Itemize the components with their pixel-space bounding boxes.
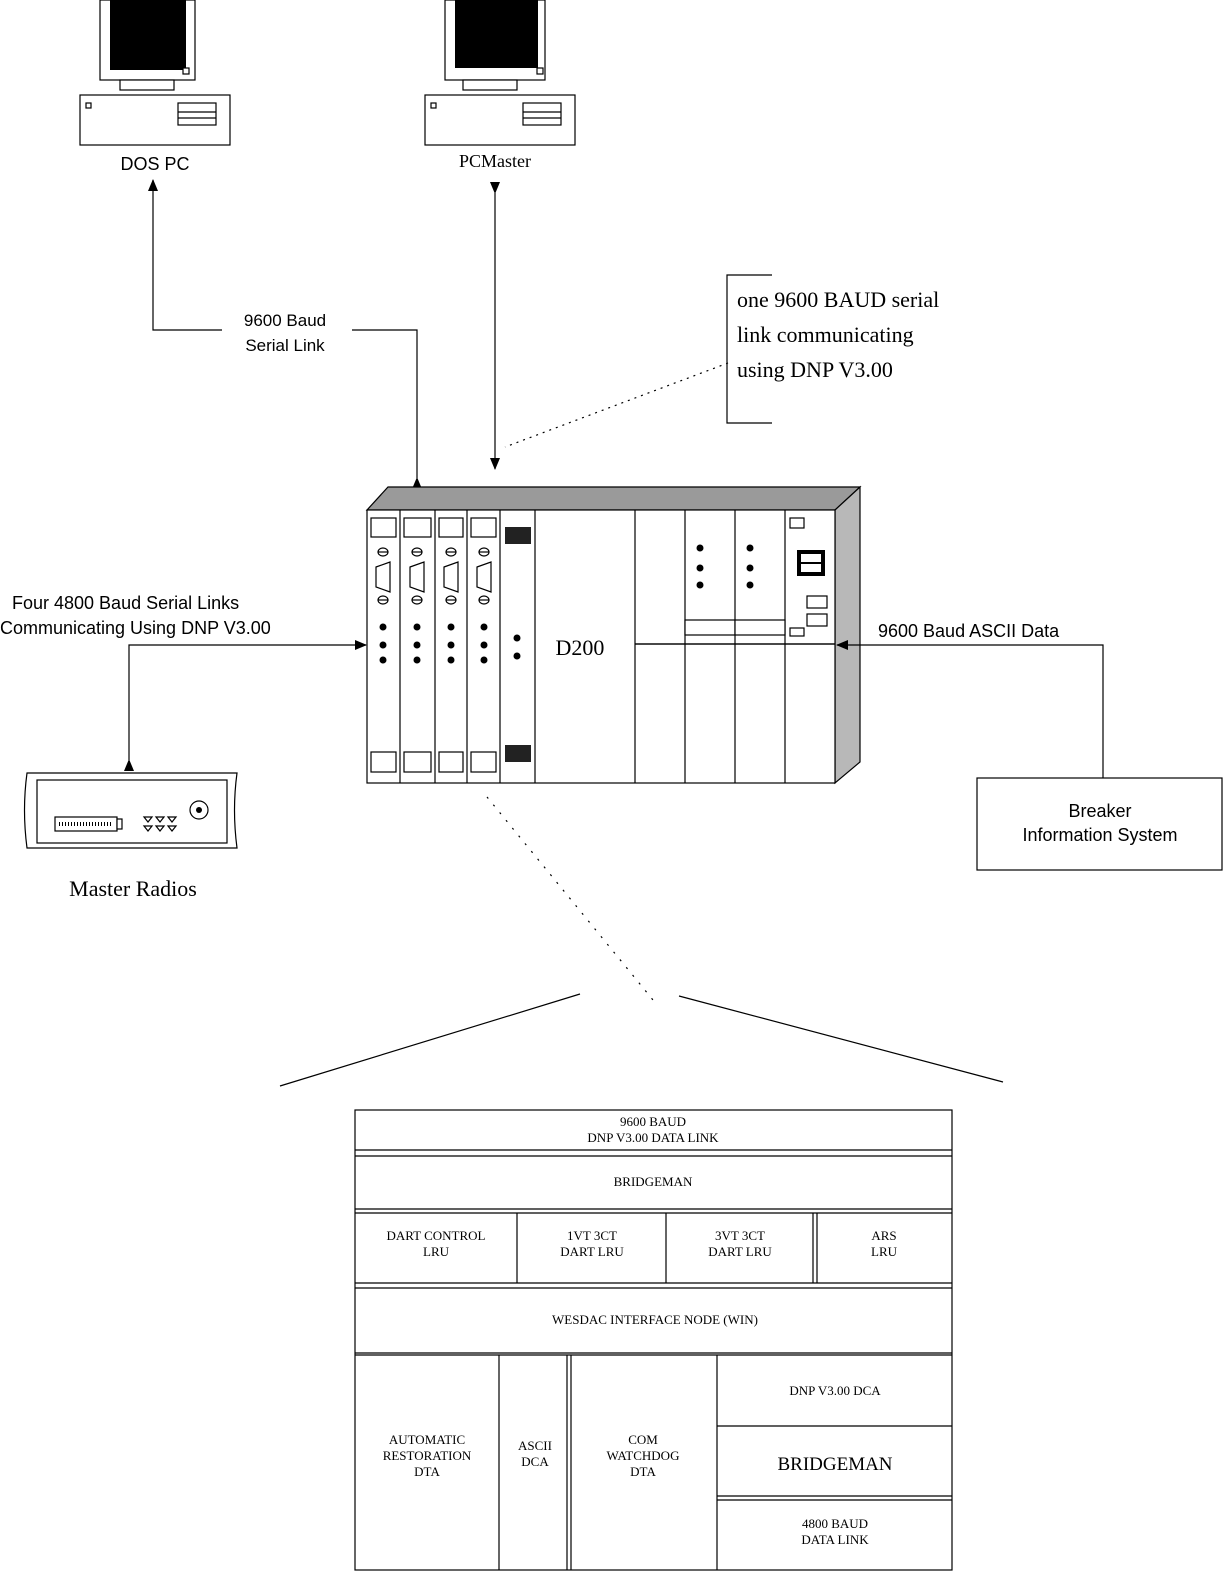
stack-data-link-1: 9600 BAUD (620, 1114, 686, 1129)
radios-link-line (124, 640, 367, 771)
stack-com-3: DTA (630, 1464, 656, 1479)
stack-ascii-2: DCA (521, 1454, 549, 1469)
callout-leader-line (504, 362, 729, 448)
stack-auto-2: RESTORATION (383, 1448, 472, 1463)
pc-master-label: PCMaster (459, 151, 531, 171)
stack-data-link-2: DNP V3.00 DATA LINK (587, 1130, 719, 1145)
stack-3vt-2: DART LRU (708, 1244, 772, 1259)
stack-auto-3: DTA (414, 1464, 440, 1479)
four-links-label-1: Four 4800 Baud Serial Links (12, 593, 239, 613)
pc-master-icon (424, 0, 576, 146)
stack-bridgeman-bottom: BRIDGEMAN (777, 1454, 892, 1475)
stack-ars-2: LRU (871, 1244, 898, 1259)
dos-pc-icon (79, 0, 231, 146)
stack-1vt-1: 1VT 3CT (567, 1228, 617, 1243)
ascii-data-link-line (836, 640, 1104, 778)
breaker-label-2: Information System (1022, 825, 1177, 845)
stack-auto-1: AUTOMATIC (389, 1432, 465, 1447)
stack-dart-control-1: DART CONTROL (386, 1228, 485, 1243)
callout-bracket (726, 274, 772, 424)
software-stack (354, 1109, 953, 1571)
serial-link-label-2: Serial Link (245, 336, 325, 355)
stack-bridgeman-top: BRIDGEMAN (614, 1174, 693, 1189)
zoom-dotted-line (486, 796, 654, 1001)
breaker-information-system-box (976, 777, 1223, 871)
d200-label: D200 (556, 635, 605, 660)
stack-ascii-1: ASCII (518, 1438, 552, 1453)
serial-link-label-1: 9600 Baud (244, 311, 326, 330)
callout-line-2: link communicating (737, 322, 914, 347)
stack-com-1: COM (628, 1432, 658, 1447)
stack-dnp-dca: DNP V3.00 DCA (789, 1383, 881, 1398)
master-radios-icon (23, 772, 238, 849)
callout-line-3: using DNP V3.00 (737, 357, 893, 382)
master-radios-label: Master Radios (69, 876, 197, 901)
zoom-left-line (279, 993, 581, 1087)
breaker-label-1: Breaker (1068, 801, 1131, 821)
stack-dart-control-2: LRU (423, 1244, 450, 1259)
stack-3vt-1: 3VT 3CT (715, 1228, 765, 1243)
stack-4800-2: DATA LINK (801, 1532, 869, 1547)
d200-chassis (365, 485, 862, 785)
stack-com-2: WATCHDOG (607, 1448, 680, 1463)
dos-pc-label: DOS PC (120, 154, 189, 174)
stack-1vt-2: DART LRU (560, 1244, 624, 1259)
stack-ars-1: ARS (871, 1228, 896, 1243)
four-links-label-2: Communicating Using DNP V3.00 (0, 618, 271, 638)
ascii-data-label: 9600 Baud ASCII Data (878, 621, 1060, 641)
stack-4800-1: 4800 BAUD (802, 1516, 868, 1531)
stack-win: WESDAC INTERFACE NODE (WIN) (552, 1312, 758, 1327)
callout-line-1: one 9600 BAUD serial (737, 287, 939, 312)
zoom-right-line (678, 995, 1004, 1083)
